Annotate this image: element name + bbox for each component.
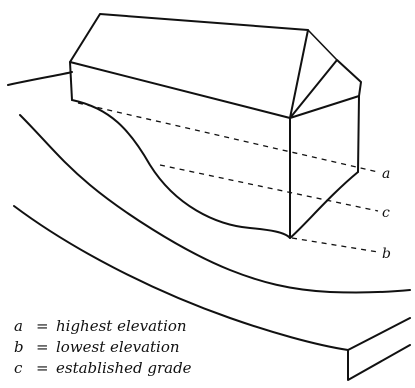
ground-right-edge <box>347 317 411 381</box>
callout-c: c <box>382 205 390 221</box>
legend: a = highest elevation b = lowest elevati… <box>14 316 192 379</box>
legend-row-a: a = highest elevation <box>14 316 192 337</box>
highest-elevation-line <box>77 102 379 173</box>
house-end-wall <box>357 95 360 173</box>
legend-text: highest elevation <box>56 317 187 335</box>
legend-text: established grade <box>56 359 192 377</box>
legend-row-c: c = established grade <box>14 358 192 379</box>
legend-key: b <box>14 338 24 356</box>
house-base-grade <box>71 99 359 239</box>
established-grade-line <box>159 164 379 212</box>
legend-text: lowest elevation <box>56 338 180 356</box>
legend-key: c <box>14 359 23 377</box>
house-roof <box>69 13 309 119</box>
lowest-elevation-line <box>291 237 379 253</box>
legend-row-b: b = lowest elevation <box>14 337 192 358</box>
legend-equals: = <box>36 317 49 335</box>
house-front-wall <box>69 61 73 101</box>
house-gable-ridge <box>307 29 338 61</box>
legend-equals: = <box>36 338 49 356</box>
ground-outline <box>7 71 411 294</box>
callout-b: b <box>382 246 391 262</box>
house-gable <box>289 59 362 119</box>
legend-equals: = <box>36 359 49 377</box>
ground-front-edge <box>13 205 349 351</box>
callout-a: a <box>382 166 390 182</box>
legend-key: a <box>14 317 23 335</box>
